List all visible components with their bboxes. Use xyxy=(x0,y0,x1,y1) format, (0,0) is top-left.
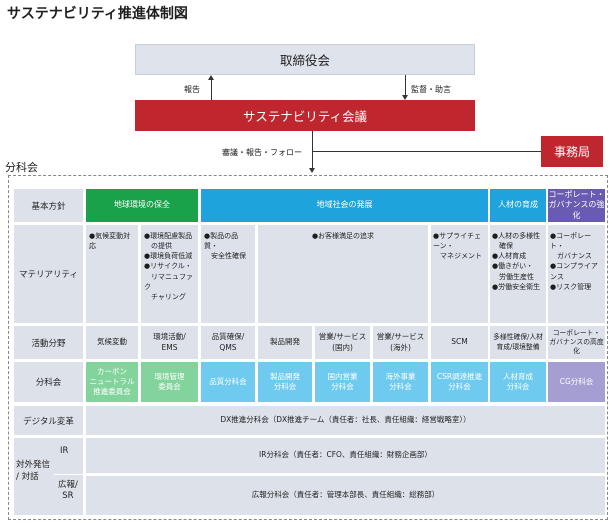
activity-governance: コーポレート・ ガバナンスの高度化 xyxy=(548,326,605,359)
deliberate-label: 審議・報告・フォロー xyxy=(222,148,302,157)
subcommittee-cg: CG分科会 xyxy=(548,362,605,402)
materiality-cell-governance: ●コーポレート・ ガバナンス ●コンプライアンス ●リスク管理 xyxy=(548,225,605,323)
ir-committee-row: IR分科会（責任者：CFO、責任組織：財務企画部） xyxy=(86,438,605,473)
supervise-arrowhead xyxy=(402,95,408,100)
pr-committee-row: 広報分科会（責任者：管理本部長、責任組織：総務部） xyxy=(86,476,605,515)
row-label-pr: 広報/ SR xyxy=(58,480,78,502)
materiality-climate: ●気候変動対応 xyxy=(89,232,131,251)
subcommittee-overseas: 海外事業 分科会 xyxy=(373,362,428,402)
materiality-customer: ●お客様満足の追求 xyxy=(311,232,375,240)
policy-talent: 人材の育成 xyxy=(490,189,546,222)
row-label-activity: 活動分野 xyxy=(14,326,83,359)
subcommittee-csr-procurement: CSR調達推進 分科会 xyxy=(431,362,488,402)
materiality-talent: ●人材の多様性 確保 ●人材育成 ●働きがい・ 労働生産性 ●労働安全衛生 xyxy=(492,232,541,291)
subcommittee-quality: 品質分科会 xyxy=(201,362,255,402)
policy-talent-label: 人材の育成 xyxy=(498,200,538,210)
subcommittee-carbon-neutral: カーボン ニュートラル 推進委員会 xyxy=(86,362,138,402)
activity-domestic-sales: 営業/サービス (国内) xyxy=(315,326,370,359)
subcommittee-product-dev: 製品開発 分科会 xyxy=(258,362,312,402)
materiality-supply: ●サプライチェーン・ マネジメント xyxy=(433,232,482,261)
materiality-governance: ●コーポレート・ ガバナンス ●コンプライアンス ●リスク管理 xyxy=(550,232,598,291)
activity-product-dev: 製品開発 xyxy=(258,326,312,359)
dx-committee-row: DX推進分科会（DX推進チーム（責任者：社長、責任組織：経営戦略室）） xyxy=(86,406,605,435)
ext-divider xyxy=(54,474,83,475)
activity-quality: 品質確保/ QMS xyxy=(201,326,255,359)
materiality-cell-customer: ●お客様満足の追求 xyxy=(258,225,428,323)
row-label-dx: デジタル変革 xyxy=(14,406,83,435)
page-title: サステナビリティ推進体制図 xyxy=(7,6,188,22)
materiality-environment: ●環境配慮製品 の提供 ●環境負荷低減 ●リサイクル・ リマニュファク チャリン… xyxy=(144,232,193,301)
policy-governance: コーポレート・ ガバナンスの強化 xyxy=(548,189,605,222)
supervise-arrow-line xyxy=(405,75,406,96)
board-of-directors-box: 取締役会 xyxy=(135,44,475,75)
materiality-cell-talent: ●人材の多様性 確保 ●人材育成 ●働きがい・ 労働生産性 ●労働安全衛生 xyxy=(490,225,546,323)
report-arrowhead xyxy=(208,75,214,80)
row-label-external: 対外発信 / 対話 xyxy=(16,460,51,482)
subcommittee-section-label: 分科会 xyxy=(5,161,38,174)
activity-overseas-sales: 営業/サービス (海外) xyxy=(373,326,428,359)
policy-environment-label: 地球環境の保全 xyxy=(114,200,170,210)
deliberate-arrowhead xyxy=(309,168,315,173)
activity-climate: 気候変動 xyxy=(86,326,138,359)
row-label-materiality: マテリアリティ xyxy=(14,225,83,323)
supervise-label: 監督・助言 xyxy=(411,85,451,94)
activity-environment: 環境活動/ EMS xyxy=(141,326,198,359)
subcommittee-domestic-sales: 国内営業 分科会 xyxy=(315,362,370,402)
policy-environment: 地球環境の保全 xyxy=(86,189,198,222)
subcommittee-frame xyxy=(8,175,608,520)
materiality-cell-quality: ●製品の品質・ 安全性確保 xyxy=(201,225,255,323)
row-label-external-block: 対外発信 / 対話 IR 広報/ SR xyxy=(14,438,83,515)
materiality-cell-supply: ●サプライチェーン・ マネジメント xyxy=(431,225,488,323)
materiality-quality: ●製品の品質・ 安全性確保 xyxy=(204,232,246,261)
materiality-cell-climate: ●気候変動対応 xyxy=(86,225,138,323)
report-arrow-line xyxy=(211,78,212,100)
policy-community: 地域社会の発展 xyxy=(201,189,488,222)
report-label: 報告 xyxy=(184,85,200,94)
row-label-subcommittee: 分科会 xyxy=(14,362,83,402)
subcommittee-environment-mgmt: 環境管理 委員会 xyxy=(141,362,198,402)
activity-talent: 多様性確保/人材 育成/環境整備 xyxy=(490,326,546,359)
policy-community-label: 地域社会の発展 xyxy=(316,200,373,210)
policy-governance-label: コーポレート・ ガバナンスの強化 xyxy=(548,189,605,220)
secretariat-connector xyxy=(312,151,541,152)
sustainability-council-box: サステナビリティ会議 xyxy=(135,100,475,131)
row-label-ir: IR xyxy=(60,446,69,456)
subcommittee-talent: 人材育成 分科会 xyxy=(490,362,546,402)
row-label-policy: 基本方針 xyxy=(14,189,83,222)
activity-scm: SCM xyxy=(431,326,488,359)
materiality-cell-environment: ●環境配慮製品 の提供 ●環境負荷低減 ●リサイクル・ リマニュファク チャリン… xyxy=(141,225,198,323)
secretariat-box: 事務局 xyxy=(541,136,603,167)
